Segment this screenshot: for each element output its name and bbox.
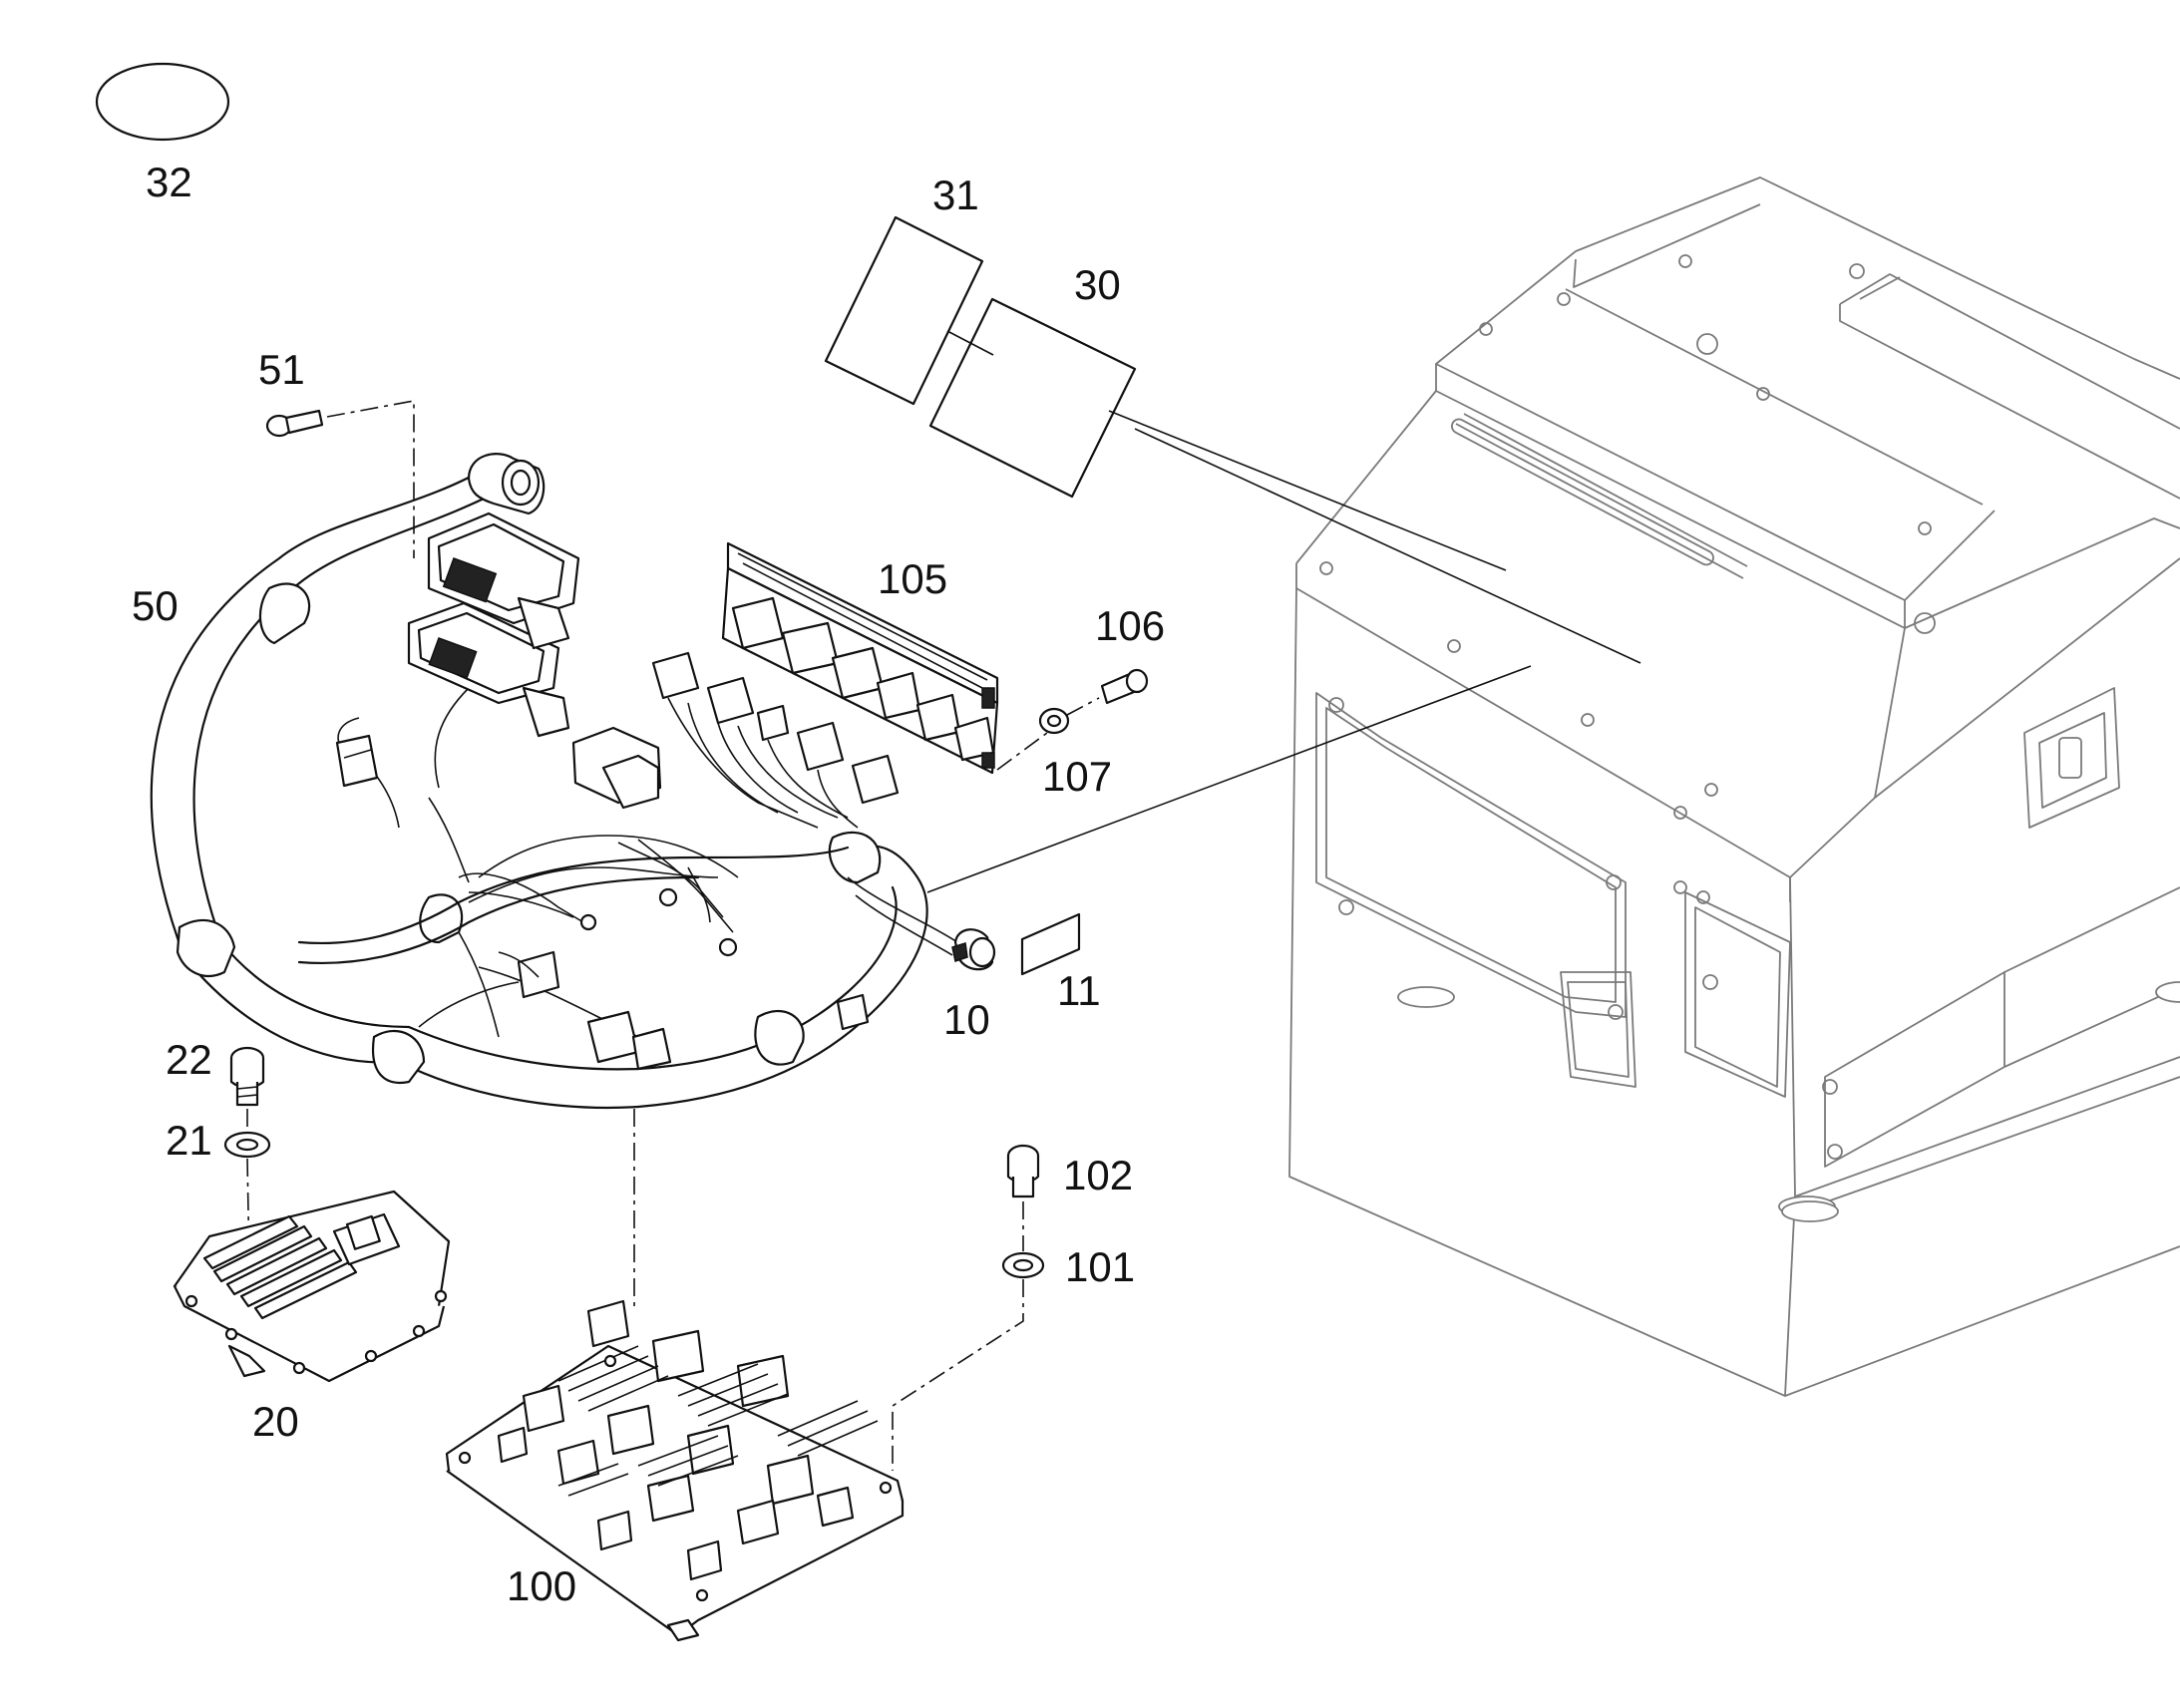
part-101-washer	[1001, 1251, 1045, 1279]
part-105-connector-block	[721, 541, 999, 775]
part-30-decal	[928, 297, 1137, 499]
leader-30	[1108, 410, 1507, 571]
heatsink-fins	[202, 1214, 358, 1320]
callout-labels: 32 31 30 51 50 105 106 107 10 11 22 21 2…	[132, 159, 1165, 1609]
callout-32: 32	[146, 159, 192, 205]
callout-22: 22	[166, 1036, 212, 1083]
callout-106: 106	[1095, 602, 1165, 649]
callout-20: 20	[252, 1398, 299, 1445]
block-105-sockets	[731, 596, 995, 762]
callout-100: 100	[507, 1562, 576, 1609]
part-107-washer	[1038, 707, 1070, 735]
part-10-socket	[951, 928, 996, 971]
part-11-decal	[1020, 912, 1081, 976]
callout-101: 101	[1065, 1243, 1135, 1290]
part-100-relay-board	[445, 1299, 905, 1642]
part-51-screw	[265, 409, 324, 438]
leader-50-housing	[926, 665, 1532, 893]
part-31-decal	[824, 215, 984, 406]
callout-31: 31	[932, 171, 979, 218]
part-50-wiring-harness	[150, 453, 958, 1110]
machine-housing	[1288, 176, 2180, 1397]
part-22-screw	[229, 1046, 265, 1107]
housing-bolts	[1319, 254, 1936, 1160]
callout-105: 105	[878, 555, 947, 602]
fuse-array	[557, 1345, 879, 1497]
callout-50: 50	[132, 582, 179, 629]
callout-102: 102	[1063, 1152, 1133, 1198]
part-20-control-module	[173, 1190, 451, 1383]
leader-31	[1134, 428, 1641, 664]
callout-11: 11	[1057, 967, 1101, 1014]
part-106-screw	[1100, 668, 1149, 705]
part-102-screw	[1006, 1144, 1040, 1198]
callout-107: 107	[1042, 753, 1112, 800]
part-32-seal	[95, 62, 230, 142]
callout-30: 30	[1074, 261, 1121, 308]
callout-10: 10	[943, 996, 990, 1043]
part-21-washer	[223, 1131, 271, 1159]
callout-21: 21	[166, 1117, 212, 1164]
callout-51: 51	[258, 346, 305, 393]
